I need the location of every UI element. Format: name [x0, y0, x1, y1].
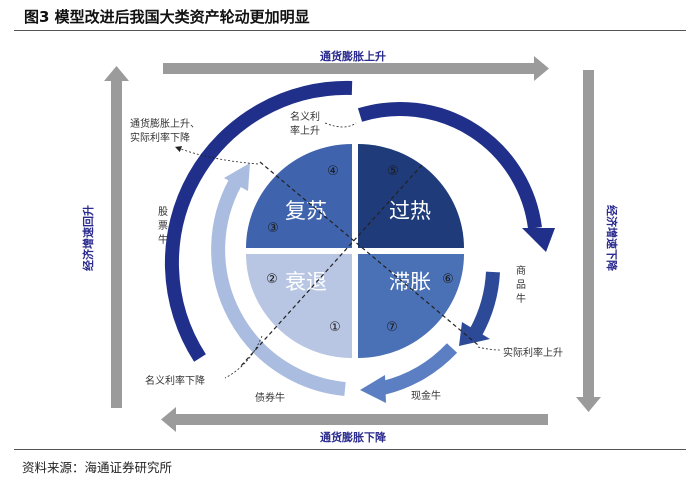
axis-label-growth-down: 经济增速下降 [605, 205, 619, 272]
source-note: 资料来源：海通证券研究所 [22, 460, 173, 475]
leader-nominal-up [324, 122, 357, 128]
note-stock-bull-3: 牛 [158, 233, 168, 246]
note-commodity-bull-2: 品 [516, 279, 526, 291]
label-recovery: 复苏 [285, 199, 327, 223]
note-real-rate-up: 实际利率上升 [503, 346, 563, 359]
note-stock-bull-2: 票 [158, 220, 168, 232]
stage-2: ② [266, 272, 278, 287]
note-nominal-up-line1: 名义利 [290, 110, 320, 123]
stage-7: ⑦ [386, 320, 398, 335]
quadrant-circle [246, 144, 464, 358]
big-cycle-arrow [164, 80, 353, 362]
stage-5: ⑤ [387, 164, 399, 179]
recession-to-recovery-arrow [211, 163, 346, 396]
quadrant-recovery [246, 144, 352, 248]
top-rule [14, 30, 686, 31]
note-nominal-down: 名义利率下降 [145, 374, 205, 387]
axis-label-growth-up: 经济增速回升 [81, 205, 95, 271]
stage-4: ④ [327, 164, 339, 179]
stage-1: ① [329, 320, 341, 335]
frame-arrow-left [104, 66, 129, 408]
note-inflation-up-line2: 实际利率下降 [130, 131, 190, 144]
antidiagonal-dashed-line [239, 164, 423, 368]
frame-arrow-top [163, 56, 549, 81]
note-stock-bull-1: 股 [158, 206, 168, 218]
bottom-rule [14, 449, 686, 450]
diagonal-dashed-line [259, 161, 479, 346]
quadrant-recession [246, 254, 352, 358]
note-commodity-bull-1: 商 [516, 264, 526, 277]
recession-bottom-arrow [360, 343, 458, 403]
label-recession: 衰退 [285, 270, 327, 294]
note-bond-bull: 债券牛 [255, 391, 285, 404]
stage-3: ③ [267, 221, 279, 236]
quadrant-overheat [358, 144, 464, 248]
leader-real-rate-up [477, 346, 501, 351]
quadrant-stagflation [358, 254, 464, 358]
overheat-to-stagflation-arrow [357, 101, 555, 252]
note-cash-bull: 现金牛 [411, 389, 441, 402]
frame-arrow-bottom [161, 407, 548, 432]
frame-arrow-right [576, 70, 601, 412]
figure-title: 图3 模型改进后我国大类资产轮动更加明显 [24, 8, 310, 26]
label-stagflation: 滞胀 [389, 270, 431, 294]
leader-nominal-down [224, 335, 263, 379]
axis-label-inflation-down: 通货膨胀下降 [320, 430, 387, 444]
leader-inflation-up [175, 146, 259, 165]
note-nominal-up-line2: 率上升 [290, 124, 320, 137]
stage-6: ⑥ [442, 272, 454, 287]
label-overheat: 过热 [389, 199, 431, 223]
axis-label-inflation-up: 通货膨胀上升 [320, 49, 386, 63]
note-inflation-up-line1: 通货膨胀上升、 [130, 117, 200, 130]
stagflation-down-arrow [459, 271, 500, 346]
note-commodity-bull-3: 牛 [516, 292, 526, 305]
